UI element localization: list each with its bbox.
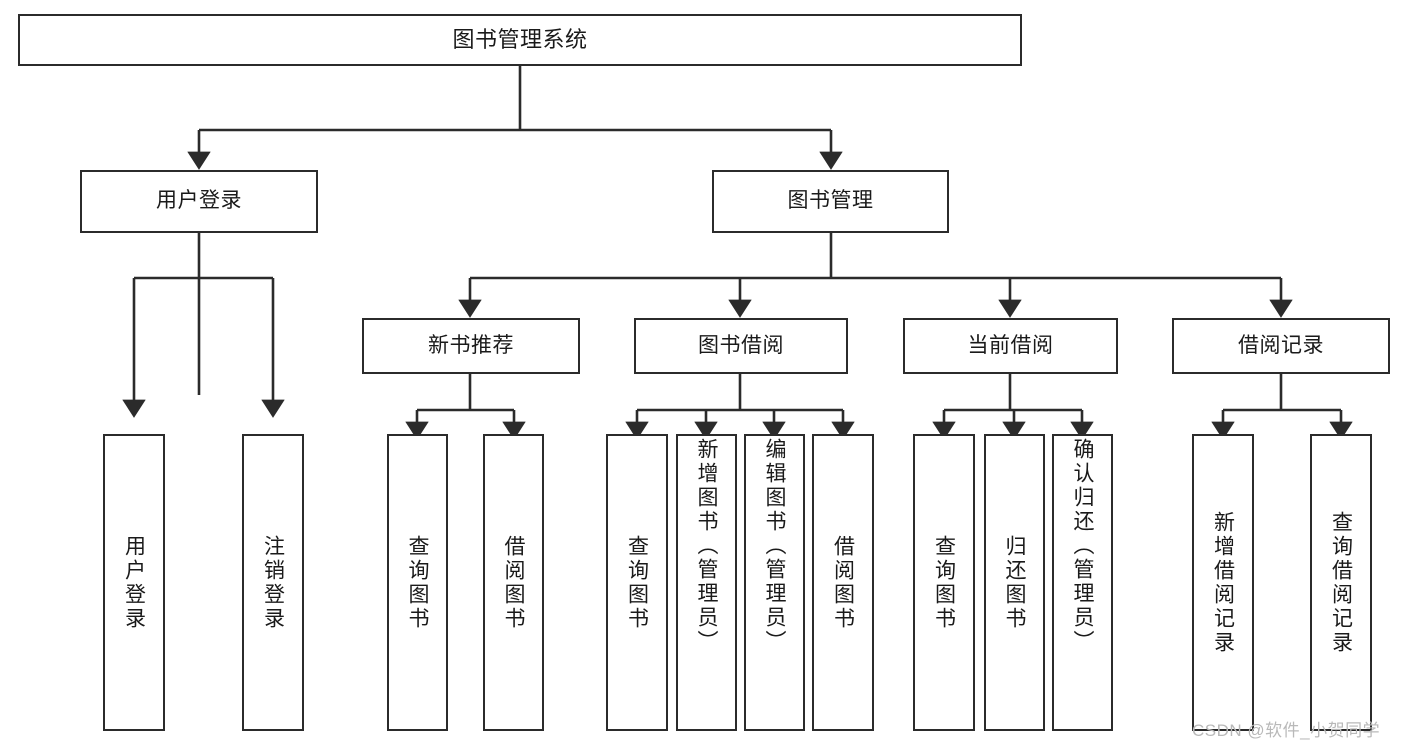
leaf-recommend-borrow-book[interactable]: 借阅图书 — [483, 434, 544, 731]
node-label: 确认归还（管理员） — [1071, 438, 1094, 654]
node-book-borrow[interactable]: 图书借阅 — [634, 318, 848, 374]
leaf-borrow-edit-book-admin[interactable]: 编辑图书（管理员） — [744, 434, 805, 731]
node-current-borrow[interactable]: 当前借阅 — [903, 318, 1118, 374]
leaf-user-login-logout[interactable]: 注销登录 — [242, 434, 304, 731]
leaf-borrow-add-book-admin[interactable]: 新增图书（管理员） — [676, 434, 737, 731]
node-root-system[interactable]: 图书管理系统 — [18, 14, 1022, 66]
node-borrow-record[interactable]: 借阅记录 — [1172, 318, 1390, 374]
node-new-book-recommend[interactable]: 新书推荐 — [362, 318, 580, 374]
node-label: 归还图书 — [1003, 534, 1026, 631]
node-label: 图书管理系统 — [452, 27, 588, 53]
leaf-record-add-record[interactable]: 新增借阅记录 — [1192, 434, 1254, 731]
node-book-management[interactable]: 图书管理 — [712, 170, 949, 233]
leaf-recommend-query-book[interactable]: 查询图书 — [387, 434, 448, 731]
node-label: 图书借阅 — [698, 333, 784, 357]
node-label: 查询图书 — [625, 534, 649, 631]
node-label: 借阅图书 — [831, 534, 855, 631]
leaf-borrow-borrow-book[interactable]: 借阅图书 — [812, 434, 874, 731]
node-label: 新增借阅记录 — [1211, 510, 1235, 655]
watermark-text: CSDN @软件_小贺同学 — [1192, 721, 1381, 740]
node-label: 注销登录 — [261, 534, 285, 631]
node-label: 图书管理 — [787, 189, 874, 213]
node-label: 查询图书 — [406, 534, 429, 631]
leaf-current-query-book[interactable]: 查询图书 — [913, 434, 975, 731]
leaf-current-return-book[interactable]: 归还图书 — [984, 434, 1045, 731]
leaf-user-login-login[interactable]: 用户登录 — [103, 434, 165, 731]
node-label: 编辑图书（管理员） — [763, 438, 786, 654]
node-label: 借阅图书 — [502, 534, 525, 631]
leaf-borrow-query-book[interactable]: 查询图书 — [606, 434, 668, 731]
node-label: 用户登录 — [122, 534, 146, 631]
node-label: 新书推荐 — [428, 333, 514, 357]
node-user-login[interactable]: 用户登录 — [80, 170, 318, 233]
leaf-current-confirm-return-admin[interactable]: 确认归还（管理员） — [1052, 434, 1113, 731]
node-label: 当前借阅 — [967, 333, 1054, 357]
node-label: 新增图书（管理员） — [695, 438, 718, 654]
node-label: 借阅记录 — [1238, 333, 1324, 357]
node-label: 查询借阅记录 — [1329, 510, 1353, 655]
node-label: 查询图书 — [932, 534, 956, 631]
leaf-record-query-record[interactable]: 查询借阅记录 — [1310, 434, 1372, 731]
node-label: 用户登录 — [156, 189, 242, 213]
